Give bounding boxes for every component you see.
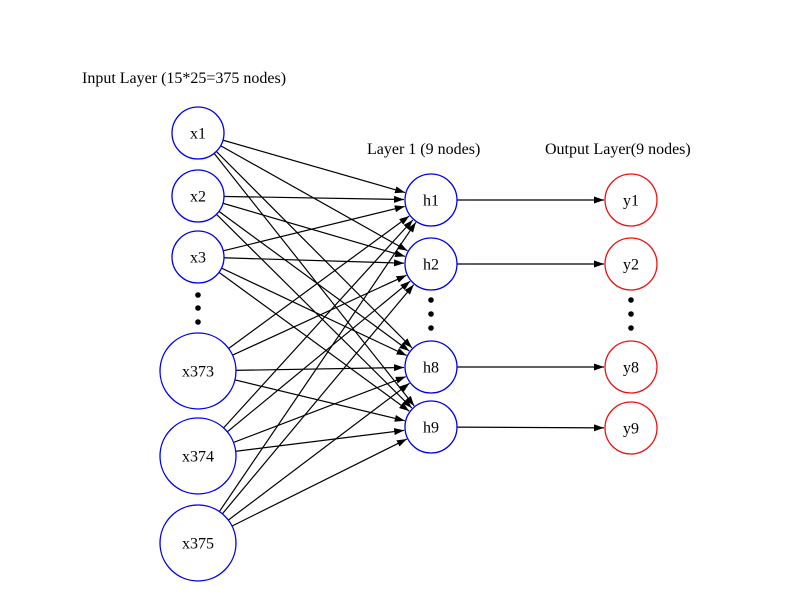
ellipsis-dot-output (628, 311, 634, 317)
node-x2 (171, 169, 225, 223)
edge-x3-h1 (197, 205, 405, 258)
node-x3 (171, 230, 225, 284)
ellipsis-dot-hidden (428, 325, 434, 331)
edge-x3-h2 (197, 256, 405, 267)
node-label-x2: x2 (190, 189, 206, 206)
edges-group (197, 132, 605, 544)
node-label-x1: x1 (190, 126, 206, 143)
ellipsis-dot-output (628, 297, 634, 303)
node-label-h1: h1 (423, 193, 439, 210)
node-x375 (159, 504, 237, 582)
edge-x1-h2 (197, 132, 408, 252)
ellipsis-group (195, 292, 634, 331)
node-label-h2: h2 (423, 257, 439, 274)
node-h8 (404, 340, 458, 394)
node-label-h9: h9 (423, 420, 439, 437)
node-x1 (171, 106, 225, 160)
edge-x1-h8 (197, 132, 413, 349)
edge-x374-h2 (197, 280, 411, 457)
edge-x375-h2 (197, 284, 415, 544)
node-label-y9: y9 (623, 421, 639, 438)
edge-x3-h9 (197, 256, 410, 412)
ellipsis-dot-input (195, 292, 201, 298)
edge-x2-h1 (197, 195, 405, 203)
edge-x375-h1 (197, 221, 417, 544)
edge-x373-h1 (197, 215, 410, 372)
ellipsis-dot-hidden (428, 311, 434, 317)
ellipsis-dot-output (628, 325, 634, 331)
hidden-layer-title: Layer 1 (9 nodes) (367, 141, 481, 158)
edge-x375-h9 (197, 438, 408, 544)
node-h9 (404, 400, 458, 454)
edge-x1-h1 (197, 132, 406, 194)
node-y8 (604, 340, 658, 394)
ellipsis-dot-input (195, 319, 201, 325)
node-label-x375: x375 (182, 536, 214, 553)
nodes-group: x1 x2 x3 x373 x374 x375 h1 h2 h8 h9 y1 y2 y8 y9 (159, 106, 658, 582)
node-x373 (159, 332, 237, 410)
edge-x1-h9 (197, 132, 415, 407)
output-layer-title: Output Layer(9 nodes) (545, 141, 691, 158)
node-label-x3: x3 (190, 250, 206, 267)
node-y1 (604, 173, 658, 227)
node-label-y2: y2 (623, 257, 639, 274)
node-y9 (604, 401, 658, 455)
ellipsis-dot-hidden (428, 297, 434, 303)
node-label-x374: x374 (182, 449, 214, 466)
node-label-y1: y1 (623, 193, 639, 210)
edge-x2-h8 (197, 195, 410, 352)
node-label-y8: y8 (623, 360, 639, 377)
node-y2 (604, 237, 658, 291)
input-layer-title: Input Layer (15*25=375 nodes) (82, 70, 287, 87)
edge-x3-h8 (197, 256, 407, 357)
edge-x374-h1 (197, 219, 414, 457)
node-label-x373: x373 (182, 364, 214, 381)
ellipsis-dot-input (195, 305, 201, 311)
edge-x375-h8 (197, 382, 410, 544)
node-h1 (404, 173, 458, 227)
node-h2 (404, 237, 458, 291)
node-x374 (159, 417, 237, 495)
edge-x2-h9 (197, 195, 413, 409)
node-label-h8: h8 (423, 360, 439, 377)
edge-h9-y9 (430, 424, 605, 432)
edge-x2-h2 (197, 195, 406, 258)
